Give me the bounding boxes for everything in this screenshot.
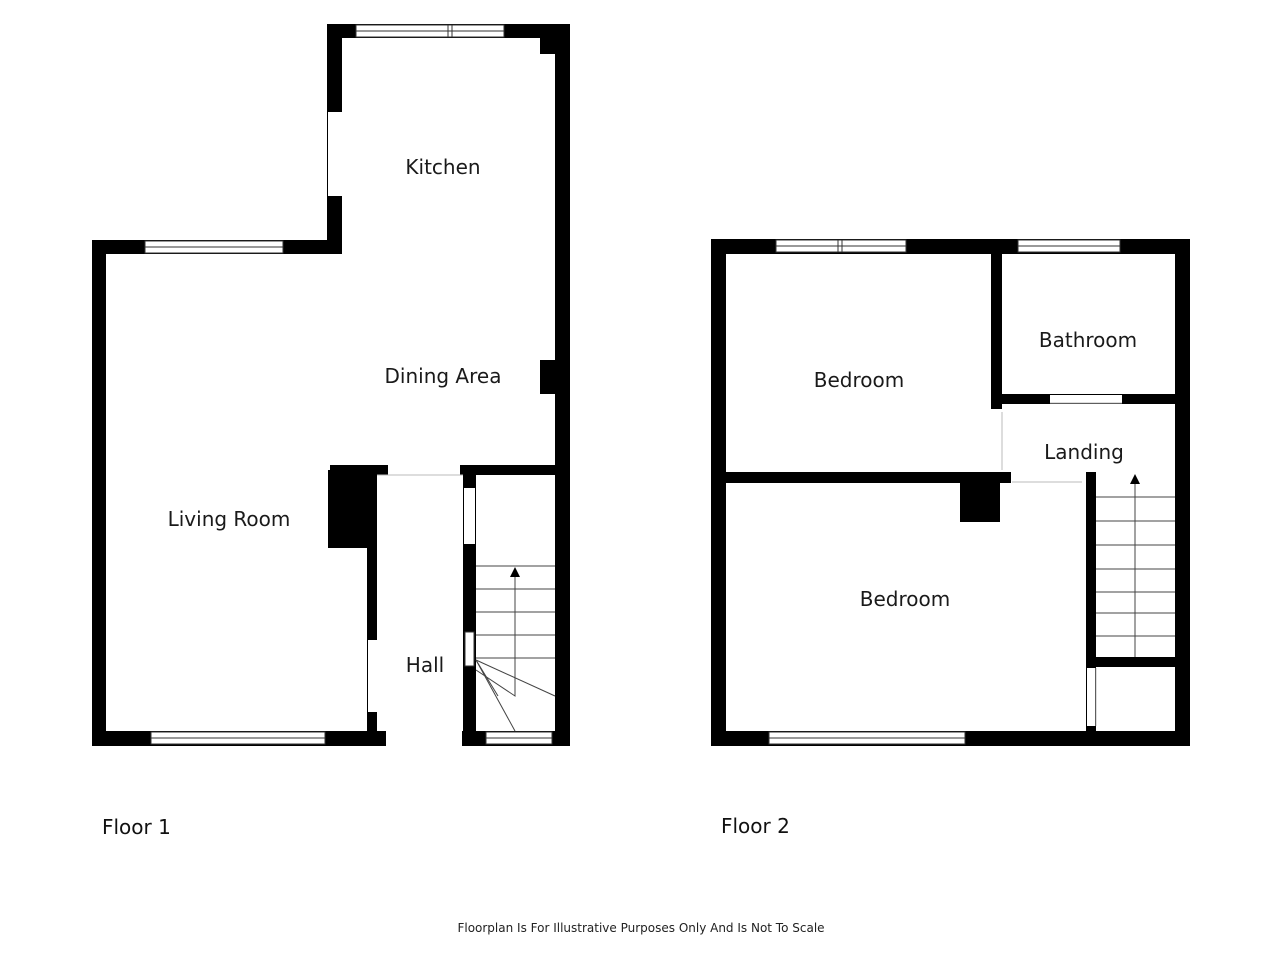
floor-1-plan: Kitchen Dining Area Living Room Hall [92, 24, 570, 746]
door-leaf [464, 631, 475, 667]
window [775, 239, 907, 253]
doorway [1012, 473, 1082, 482]
wall [367, 470, 377, 740]
wall [555, 24, 570, 746]
wall [540, 24, 556, 54]
room-label-living-room: Living Room [168, 507, 291, 531]
window [1017, 239, 1121, 253]
wall [540, 360, 556, 394]
doorway [1050, 395, 1122, 403]
room-label-bathroom: Bathroom [1039, 328, 1137, 352]
room-label-hall: Hall [406, 653, 444, 677]
staircase [1096, 474, 1175, 657]
doorway [328, 112, 342, 196]
room-label-bedroom: Bedroom [814, 368, 904, 392]
disclaimer-text: Floorplan Is For Illustrative Purposes O… [457, 921, 824, 935]
room-label-dining-area: Dining Area [385, 364, 502, 388]
floor-1-label: Floor 1 [102, 815, 171, 839]
doorway [1087, 668, 1095, 726]
wall [1086, 472, 1096, 746]
room-label-bedroom-main: Bedroom [860, 587, 950, 611]
doorway [464, 488, 475, 544]
floor-2-label: Floor 2 [721, 814, 790, 838]
staircase [475, 565, 556, 732]
wall [711, 239, 726, 746]
room-label-kitchen: Kitchen [405, 155, 480, 179]
room-label-landing: Landing [1044, 440, 1124, 464]
wall [960, 478, 1000, 522]
stair-arrow-icon [510, 567, 520, 577]
wall [92, 240, 106, 746]
front-door-opening [386, 731, 462, 746]
doorway [992, 412, 1001, 470]
window [150, 731, 326, 745]
window [355, 24, 505, 38]
wall [711, 472, 1011, 483]
window [144, 240, 284, 254]
wall [460, 465, 570, 475]
wall [1175, 239, 1190, 746]
wall [1086, 657, 1190, 667]
floor-2-plan: Bedroom Bathroom Landing Bedroom [711, 239, 1190, 746]
doorway [368, 640, 377, 712]
window [485, 731, 553, 745]
stair-arrow-icon [1130, 474, 1140, 484]
window [768, 731, 966, 745]
wall [991, 239, 1002, 409]
